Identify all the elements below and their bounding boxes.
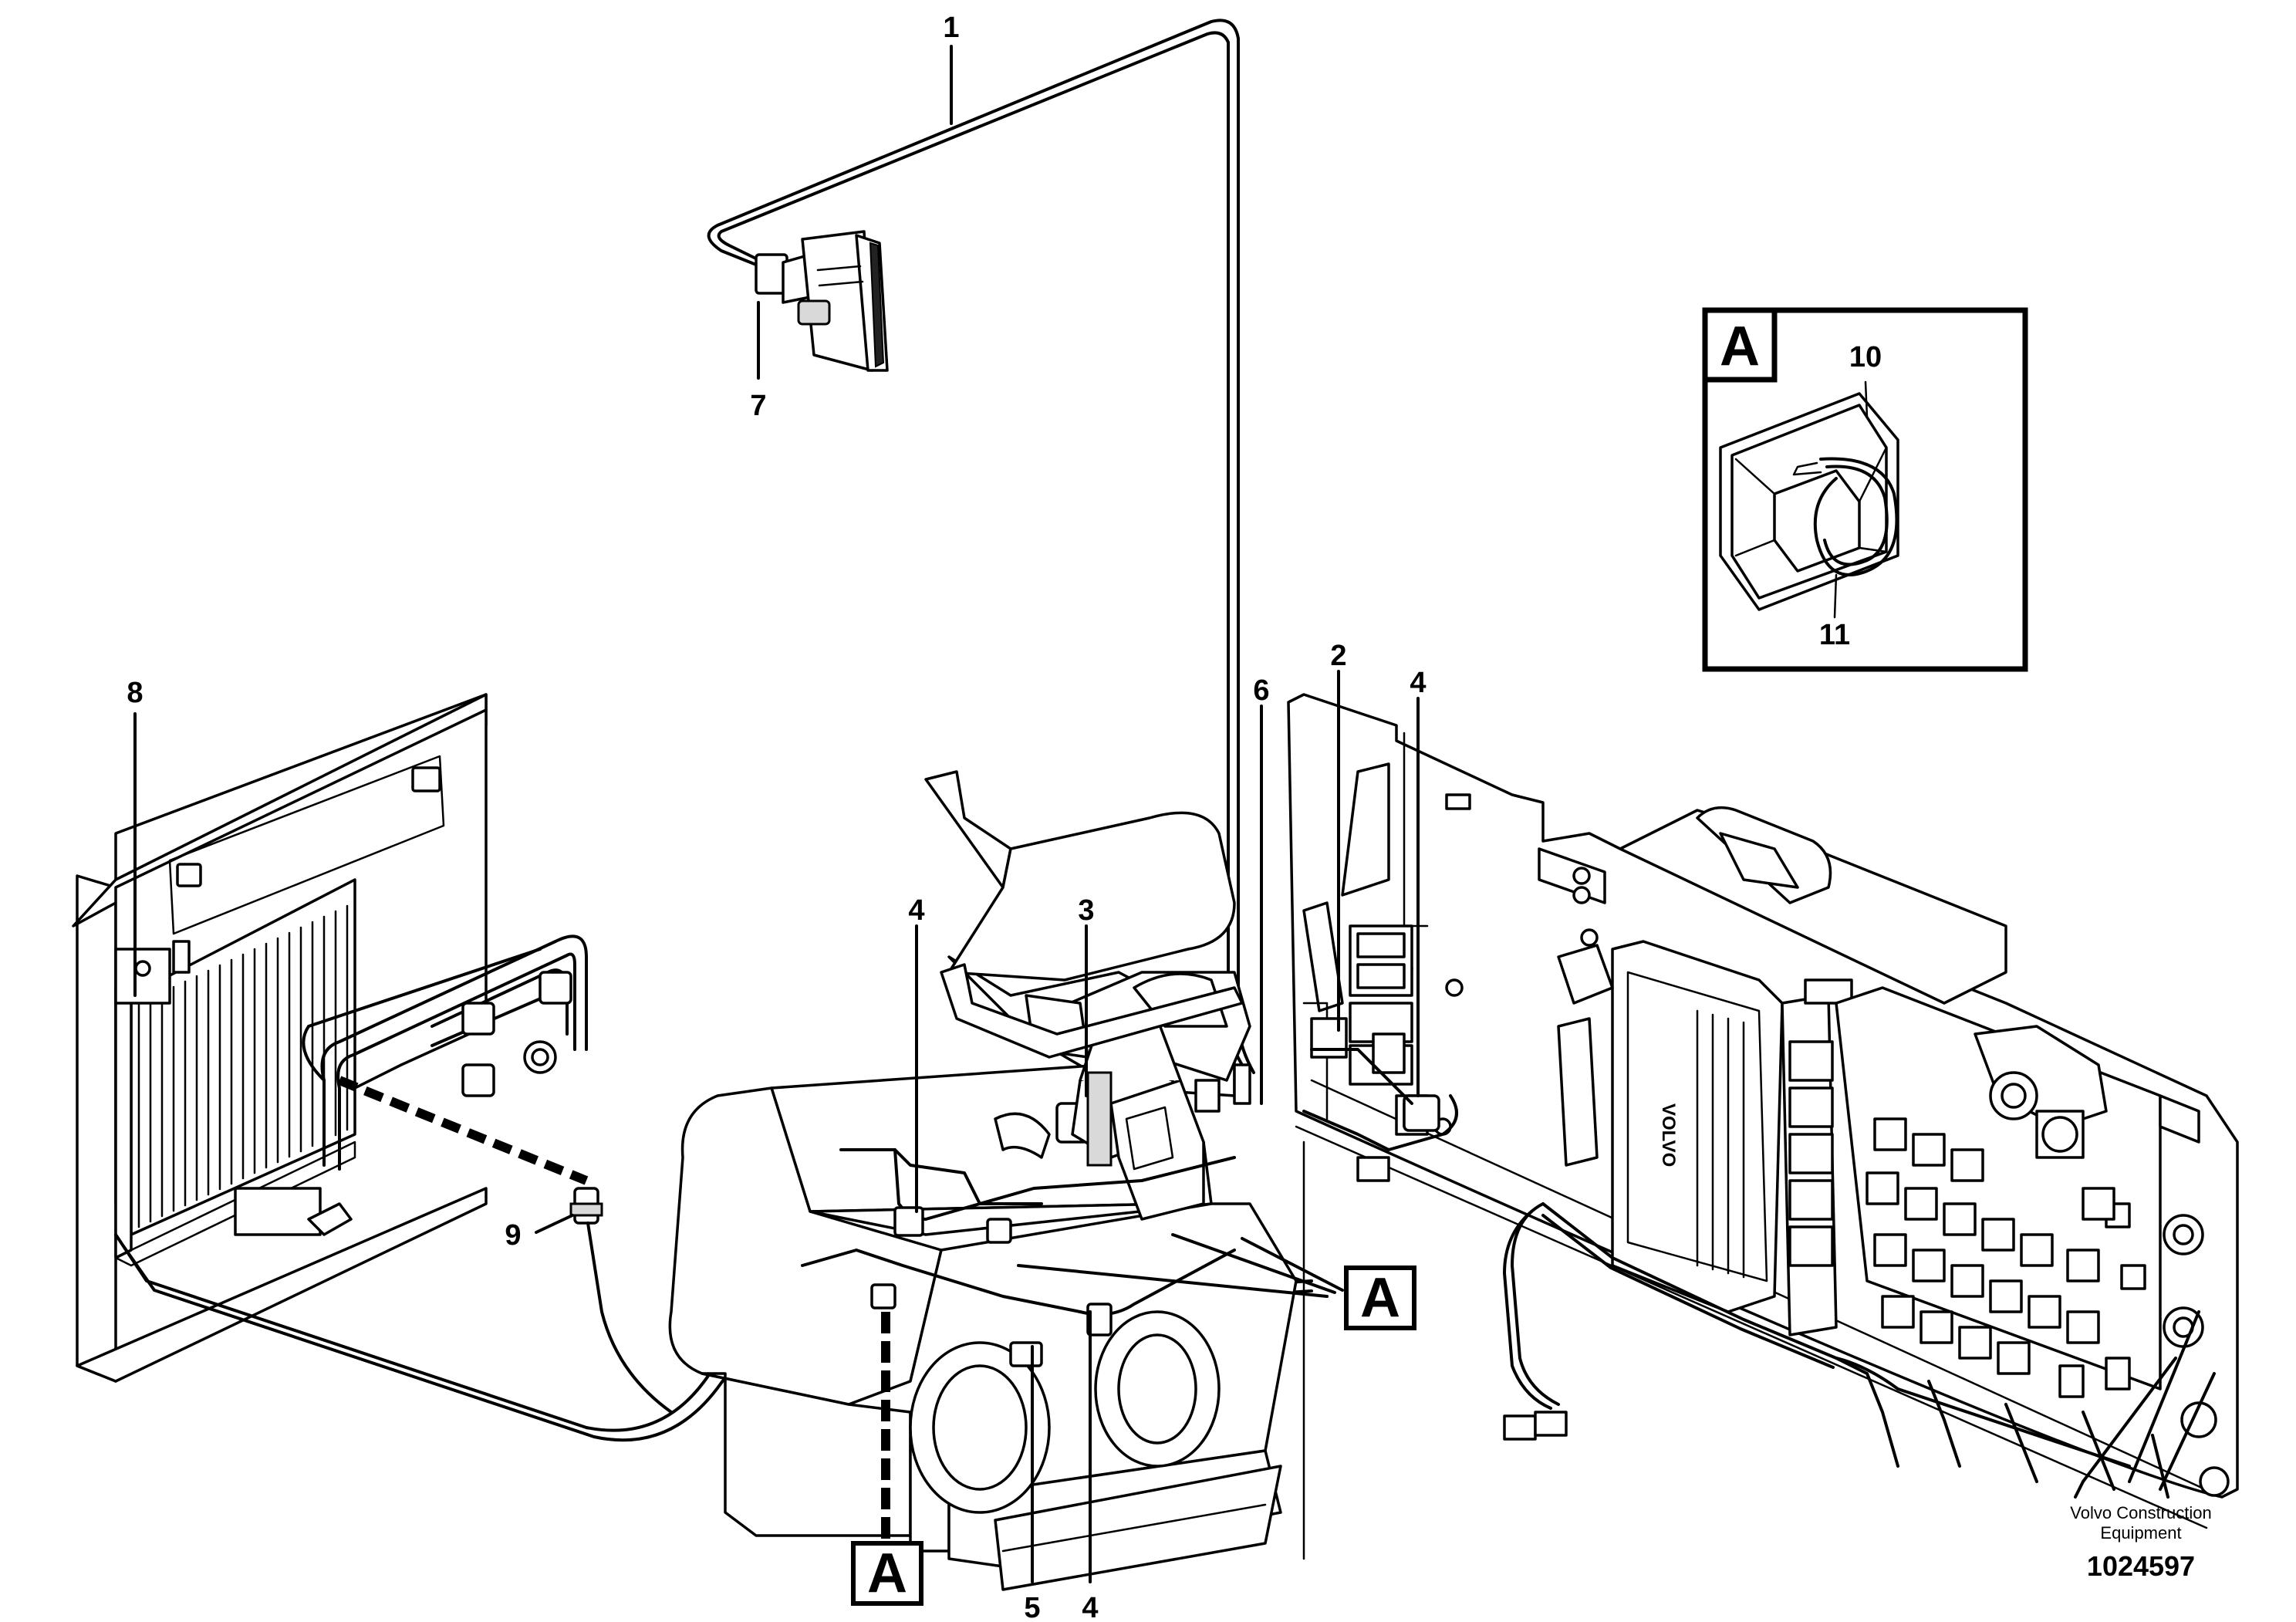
detail-a-marker-bottom: A — [851, 1541, 923, 1606]
pressure-switch-9 — [569, 1187, 673, 1414]
callout-1: 1 — [943, 12, 959, 44]
detail-a-inset: A — [1702, 307, 2028, 672]
switch-7 — [755, 230, 889, 372]
mounting-plate — [940, 963, 1251, 1113]
callout-9: 9 — [505, 1219, 521, 1252]
detail-a-marker-right-letter: A — [1360, 1267, 1400, 1329]
panel-harness — [1302, 1094, 2216, 1499]
detail-a-inset-letter: A — [1720, 316, 1760, 377]
heater-harness — [801, 1148, 1236, 1367]
callout-8: 8 — [127, 677, 143, 709]
relay-board — [1835, 986, 2230, 1497]
condenser-fins — [137, 904, 349, 1228]
callout-3: 3 — [1078, 894, 1094, 927]
ecu-right: VOLVO — [1557, 806, 2007, 1336]
callout-6: 6 — [1253, 674, 1269, 707]
refrigerant-pipes — [234, 934, 588, 1236]
footer: Volvo Construction Equipment 1024597 — [2070, 1503, 2211, 1582]
detail-a-marker-bottom-letter: A — [867, 1543, 907, 1604]
detail-lead-right — [1017, 1233, 1344, 1298]
publisher-line-2: Equipment — [2100, 1523, 2181, 1543]
condenser-panel — [72, 693, 488, 1383]
leader-lines — [133, 45, 1420, 1583]
detail-a-marker-right: A — [1344, 1265, 1416, 1330]
callout-5: 5 — [1024, 1592, 1040, 1622]
callout-4-bottom: 4 — [1082, 1592, 1098, 1622]
callout-2: 2 — [1330, 640, 1346, 672]
callout-4-left: 4 — [908, 894, 924, 927]
figure-number: 1024597 — [2087, 1550, 2195, 1582]
callout-labels: 1 2 3 4 4 4 5 6 7 8 9 10 11 — [127, 12, 1882, 1622]
svg-text:VOLVO: VOLVO — [1658, 1103, 1679, 1167]
dashed-lead — [337, 1076, 589, 1185]
callout-10: 10 — [1849, 341, 1882, 373]
callout-4-right: 4 — [1410, 667, 1426, 699]
publisher-line-1: Volvo Construction — [2070, 1503, 2211, 1522]
callout-11: 11 — [1819, 619, 1850, 651]
callout-7: 7 — [750, 390, 766, 422]
